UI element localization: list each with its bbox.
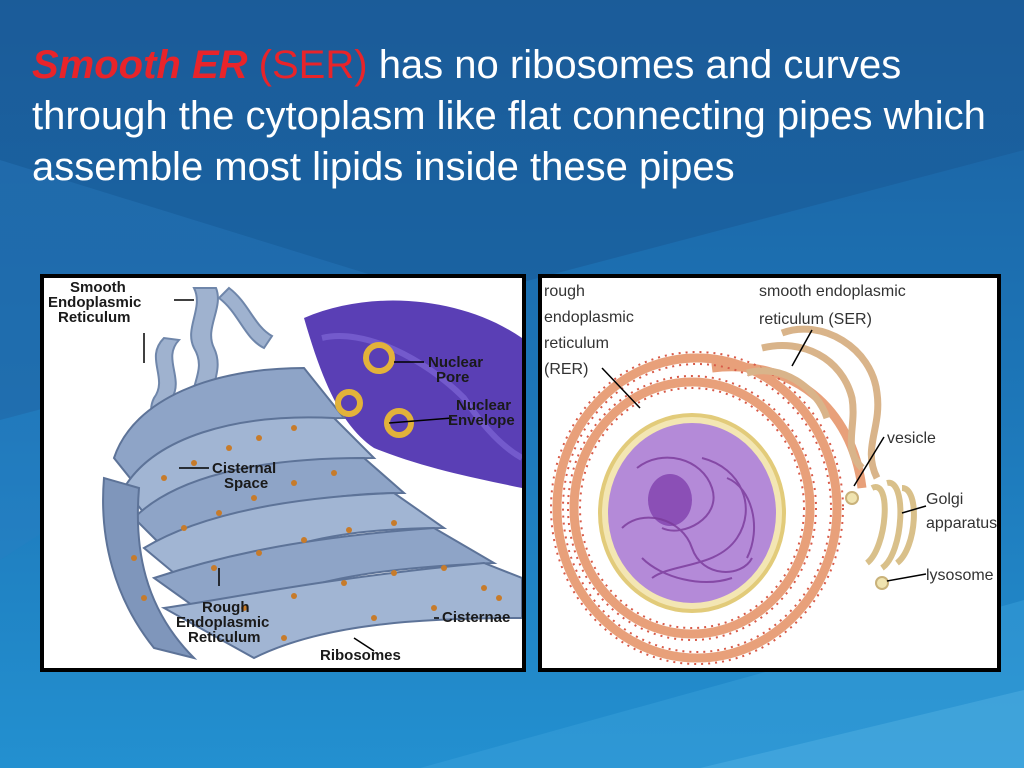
label-ser-1: smooth endoplasmic bbox=[759, 283, 906, 300]
label-rough-er-2: Endoplasmic bbox=[176, 614, 269, 631]
label-cisternal-space-2: Space bbox=[224, 475, 268, 492]
label-ser-2: reticulum (SER) bbox=[759, 311, 872, 328]
label-rer-3: reticulum bbox=[544, 335, 609, 352]
label-ribosomes: Ribosomes bbox=[320, 647, 401, 664]
cell-2d-diagram-panel: rough endoplasmic reticulum (RER) smooth… bbox=[538, 274, 1001, 672]
label-golgi-1: Golgi bbox=[926, 491, 963, 508]
er-3d-diagram-panel: Smooth Endoplasmic Reticulum Nuclear Por… bbox=[40, 274, 526, 672]
slide-title: Smooth ER (SER) has no ribosomes and cur… bbox=[32, 40, 992, 193]
label-rer-2: endoplasmic bbox=[544, 309, 634, 326]
label-rer-1: rough bbox=[544, 283, 585, 300]
label-nuclear-envelope-2: Envelope bbox=[448, 412, 515, 429]
label-nuclear-envelope-1: Nuclear bbox=[456, 397, 511, 414]
title-body-text: has no ribosomes and curves through the … bbox=[32, 43, 986, 189]
label-cisternal-space-1: Cisternal bbox=[212, 460, 276, 477]
label-smooth-er-1: Smooth bbox=[70, 279, 126, 296]
label-rough-er-3: Reticulum bbox=[188, 629, 261, 646]
er-3d-diagram: Smooth Endoplasmic Reticulum Nuclear Por… bbox=[44, 278, 522, 668]
label-lysosome: lysosome bbox=[926, 567, 994, 584]
title-highlight-ser: (SER) bbox=[258, 43, 368, 87]
label-smooth-er-2: Endoplasmic bbox=[48, 294, 141, 311]
label-golgi-2: apparatus bbox=[926, 515, 997, 532]
title-highlight-smooth-er: Smooth ER bbox=[32, 43, 248, 87]
cell-2d-diagram: rough endoplasmic reticulum (RER) smooth… bbox=[542, 278, 997, 668]
label-nuclear-pore-2: Pore bbox=[436, 369, 469, 386]
label-vesicle: vesicle bbox=[887, 430, 936, 447]
label-smooth-er-3: Reticulum bbox=[58, 309, 131, 326]
label-rer-4: (RER) bbox=[544, 361, 588, 378]
label-rough-er-1: Rough bbox=[202, 599, 249, 616]
label-cisternae: Cisternae bbox=[442, 609, 510, 626]
label-nuclear-pore-1: Nuclear bbox=[428, 354, 483, 371]
